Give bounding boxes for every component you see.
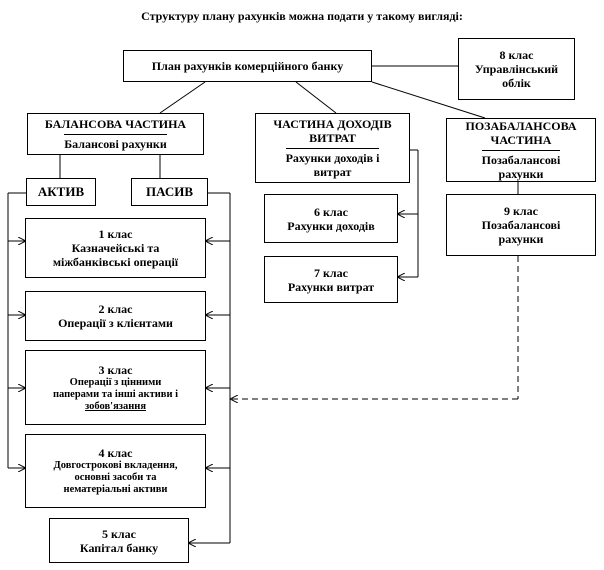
diagram-title: Структуру плану рахунків можна подати у …: [141, 9, 463, 23]
class7-box: 7 клас Рахунки витрат: [264, 256, 398, 303]
class6-box: 6 клас Рахунки доходів: [264, 194, 398, 243]
class4-line3: основні засоби та: [74, 472, 157, 483]
plan-label: План рахунків комерційного банку: [151, 59, 344, 73]
income-sub1: Рахунки доходів і: [285, 151, 380, 165]
income-header2: ВИТРАТ: [309, 131, 356, 145]
balance-header: БАЛАНСОВА ЧАСТИНА: [44, 117, 187, 131]
class1-line3: міжбанківські операції: [52, 255, 179, 269]
pasiv-box: ПАСИВ: [131, 178, 208, 206]
class3-title: 3 клас: [98, 362, 133, 377]
offbalance-part-box: ПОЗАБАЛАНСОВА ЧАСТИНА Позабалансові раху…: [446, 118, 596, 182]
income-header1: ЧАСТИНА ДОХОДІВ: [273, 117, 392, 131]
class4-line2: Довгострокові вкладення,: [53, 460, 178, 471]
class8-line2: Управлінський: [474, 62, 559, 76]
class8-title: 8 клас: [499, 48, 534, 62]
class9-title: 9 клас: [504, 204, 538, 218]
class3-box: 3 клас Операції з цінними паперами та ін…: [25, 350, 206, 425]
class4-line4: нематеріальні активи: [63, 484, 168, 495]
class2-line2: Операції з клієнтами: [58, 316, 173, 330]
class7-line2: Рахунки витрат: [287, 279, 375, 294]
income-sub: Рахунки доходів і витрат: [285, 148, 380, 179]
class9-box: 9 клас Позабалансові рахунки: [446, 194, 596, 256]
offbalance-sub: Позабалансові рахунки: [481, 150, 561, 181]
class5-box: 5 клас Капітал банку: [49, 518, 189, 563]
class8-box: 8 клас Управлінський облік: [458, 38, 575, 100]
class9-line2: Позабалансові: [481, 218, 561, 232]
offbalance-header2: ЧАСТИНА: [490, 133, 552, 147]
balance-part-box: БАЛАНСОВА ЧАСТИНА Балансові рахунки: [27, 113, 204, 155]
class8-line3: облік: [502, 76, 531, 90]
income-sub2: витрат: [313, 165, 352, 179]
class1-box: 1 клас Казначейські та міжбанківські опе…: [25, 218, 206, 278]
class4-title: 4 клас: [98, 446, 133, 460]
class6-title: 6 клас: [314, 204, 348, 219]
income-part-box: ЧАСТИНА ДОХОДІВ ВИТРАТ Рахунки доходів і…: [255, 113, 410, 183]
class3-line3: паперами та інші активи і: [52, 388, 179, 400]
class9-line3: рахунки: [498, 232, 544, 246]
class2-box: 2 клас Операції з клієнтами: [25, 291, 206, 341]
class1-title: 1 клас: [98, 227, 133, 241]
class2-title: 2 клас: [98, 302, 133, 316]
balance-sub: Балансові рахунки: [64, 134, 167, 151]
aktiv-box: АКТИВ: [26, 178, 96, 206]
offbalance-sub1: Позабалансові: [481, 153, 561, 167]
pasiv-label: ПАСИВ: [145, 184, 194, 199]
offbalance-header1: ПОЗАБАЛАНСОВА: [465, 119, 577, 133]
class5-title: 5 клас: [102, 526, 136, 541]
class5-line2: Капітал банку: [79, 540, 159, 555]
offbalance-sub2: рахунки: [498, 167, 544, 181]
class3-line2: Операції з цінними: [69, 376, 162, 388]
aktiv-label: АКТИВ: [37, 184, 85, 199]
class1-line2: Казначейські та: [71, 241, 160, 255]
class3-line4: зобов'язання: [84, 400, 147, 412]
plan-box: План рахунків комерційного банку: [123, 50, 372, 82]
class4-box: 4 клас Довгострокові вкладення, основні …: [25, 434, 206, 508]
class7-title: 7 клас: [314, 265, 348, 280]
class6-line2: Рахунки доходів: [287, 218, 375, 233]
